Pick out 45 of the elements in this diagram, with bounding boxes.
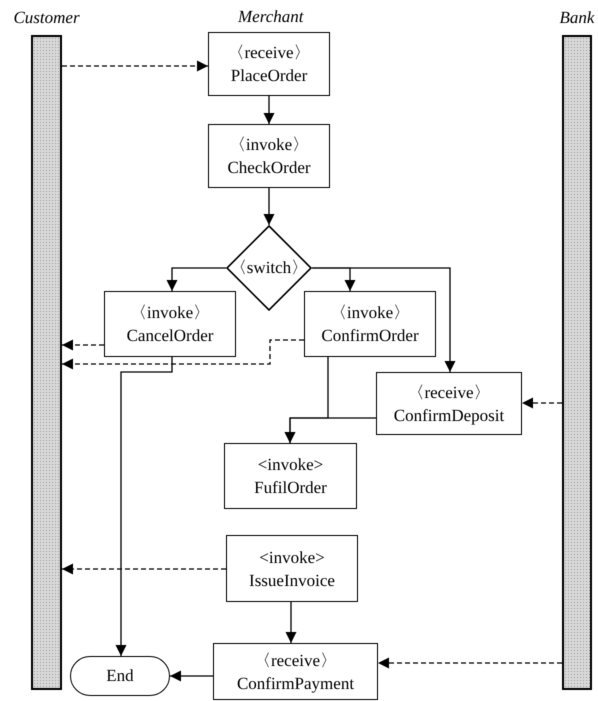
activity-label: FufilOrder [254,479,327,496]
arrow [284,417,376,443]
arrow [264,96,274,124]
arrow [170,670,213,682]
activity-box [226,535,358,602]
arrow [166,267,226,291]
stereotype-label: 〈receive〉 [227,44,311,61]
decision-diamond [226,225,312,311]
node-label: 〈switch〉 [230,257,308,279]
terminal-node [70,656,170,696]
stereotype-label: 〈invoke〉 [228,136,310,153]
activity-box [376,372,522,435]
stereotype-label: <invoke> [259,548,325,566]
dashed-arrow [62,60,208,72]
stereotype-label: 〈invoke〉 [130,304,210,321]
dashed-arrow [378,658,562,668]
arrow [264,188,274,225]
activity-label: ConfirmOrder [321,327,419,344]
stereotype-label: 〈receive〉 [407,384,491,400]
dashed-arrow [62,564,226,574]
arrow [312,267,456,372]
dashed-arrow [62,340,104,350]
activity-label: CancelOrder [126,327,214,344]
arrow [286,602,296,643]
activity-label: CheckOrder [227,159,311,176]
stereotype-label: 〈receive〉 [254,652,338,668]
activity-label: IssueInvoice [249,572,335,588]
arrow [116,357,173,656]
activity-label: ConfirmPayment [236,674,354,692]
lane-heading: Customer [13,7,80,28]
activity-label: ConfirmDeposit [394,406,504,424]
activity-box [304,291,436,357]
lane-heading: Bank [560,7,594,28]
activity-box [213,643,378,700]
activity-label: PlaceOrder [230,67,308,84]
dashed-arrow [62,339,304,370]
activity-box [208,32,330,96]
activity-box [104,291,236,357]
stereotype-label: <invoke> [258,456,324,473]
activity-box [224,443,357,509]
dashed-arrow [522,398,562,408]
lane-heading: Merchant [238,6,304,28]
node-label: End [106,665,134,687]
stereotype-label: 〈invoke〉 [330,304,410,321]
activity-box [208,124,330,188]
